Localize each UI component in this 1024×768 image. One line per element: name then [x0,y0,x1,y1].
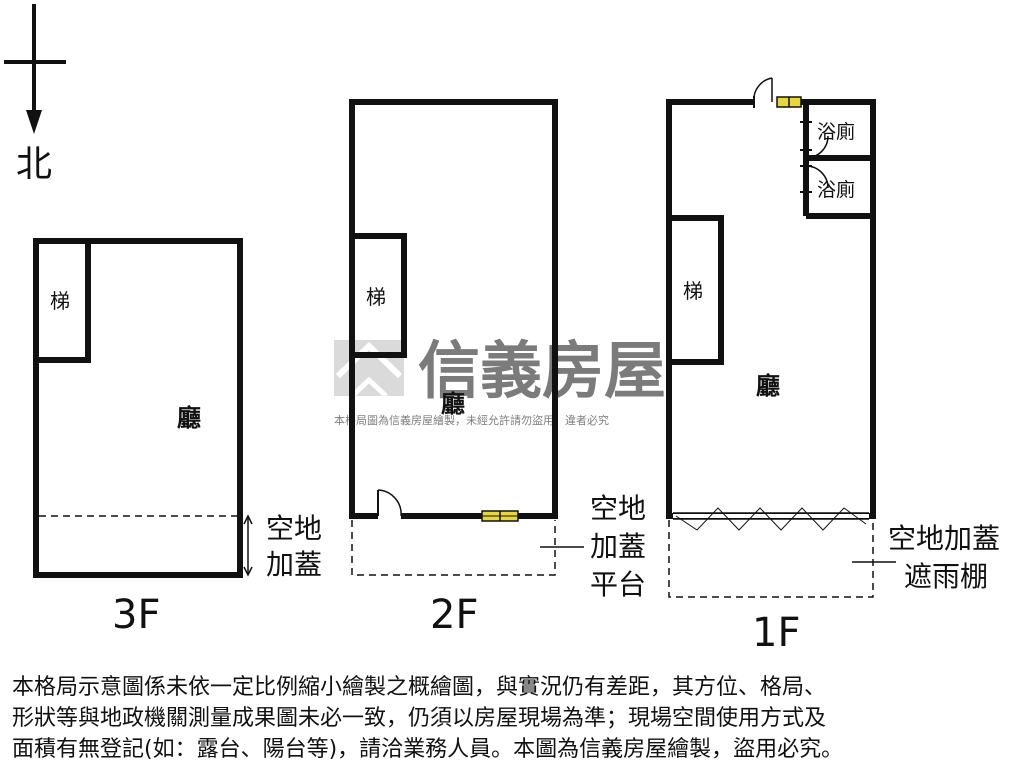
floor-2f-extension-line [351,520,556,576]
floor-3f-dimension [243,514,253,577]
floor-1f-bathrooms [800,102,873,219]
floor-2f-note-line3: 平台 [590,568,646,601]
floor-1f-note-line2: 遮雨棚 [904,560,988,593]
floor-2f-note-line1: 空地 [590,492,646,525]
floor-1f-window-icon [776,96,802,108]
bathroom-door-icon [800,121,829,159]
north-arrow-icon [4,4,66,134]
disclaimer-line: 形狀等與地政機關測量成果圖未必一致，仍須以房屋現場為準；現場空間使用方式及 [12,706,827,731]
floor-3f-outline [33,238,243,578]
floor-plan-diagram: 信義房屋 本格局圖為信義房屋繪製，未經允許請勿盜用，違者必究 北 梯 廳 空地 … [4,4,1000,656]
floor-1f-folding-door-icon [673,507,869,531]
floor-2f-label: 2F [430,592,478,638]
floor-3f-note-line2: 加蓋 [266,548,322,581]
disclaimer-line: 本格局示意圖係未依一定比例縮小繪製之概繪圖，與實況仍有差距，其方位、格局、 [12,675,827,700]
disclaimer-text: 本格局示意圖係未依一定比例縮小繪製之概繪圖，與實況仍有差距，其方位、格局、 形狀… [12,672,1016,765]
floor-3f-label: 3F [112,592,160,638]
watermark-brand: 信義房屋 [418,334,666,407]
floor-1f: 梯 廳 浴廁 浴廁 [666,77,1000,656]
floor-2f-door-icon [377,489,402,517]
floor-3f-note-line1: 空地 [266,512,322,545]
bathroom-door-icon [800,165,829,193]
watermark-logo-icon [334,340,404,398]
floor-1f-hall-label: 廳 [756,372,780,400]
floor-3f: 梯 廳 空地 加蓋 3F [33,238,322,638]
floor-1f-extension-line [668,520,874,598]
floor-1f-bathroom-2-label: 浴廁 [817,178,855,201]
disclaimer-line: 面積有無登記(如：露台、陽台等)，請洽業務人員。本圖為信義房屋繪製，盜用必究。 [12,737,844,762]
floor-3f-stair-label: 梯 [50,289,70,313]
floor-1f-bathroom-1-label: 浴廁 [817,120,855,143]
floor-2f-note-line2: 加蓋 [590,530,646,563]
floor-2f-stair [349,233,407,358]
floor-1f-outline [666,99,876,519]
floor-2f-window-icon [481,510,519,522]
floor-1f-note-line1: 空地加蓋 [888,522,1000,555]
watermark-sub: 本格局圖為信義房屋繪製，未經允許請勿盜用，違者必究 [334,413,609,427]
floor-2f: 梯 廳 空地 加蓋 平台 2F [349,99,646,638]
floor-3f-stair [33,238,91,363]
compass: 北 [4,4,66,185]
floor-1f-stair [666,215,724,365]
watermark: 信義房屋 本格局圖為信義房屋繪製，未經允許請勿盜用，違者必究 [334,334,666,427]
floor-2f-hall-label: 廳 [441,390,465,418]
floor-1f-entrance-door-icon [753,77,773,108]
floor-2f-stair-label: 梯 [366,285,386,309]
floor-1f-stair-label: 梯 [683,279,703,303]
floor-1f-label: 1F [752,610,800,656]
floor-2f-outline [349,99,558,519]
compass-label: 北 [16,144,52,185]
floor-3f-hall-label: 廳 [177,404,201,432]
